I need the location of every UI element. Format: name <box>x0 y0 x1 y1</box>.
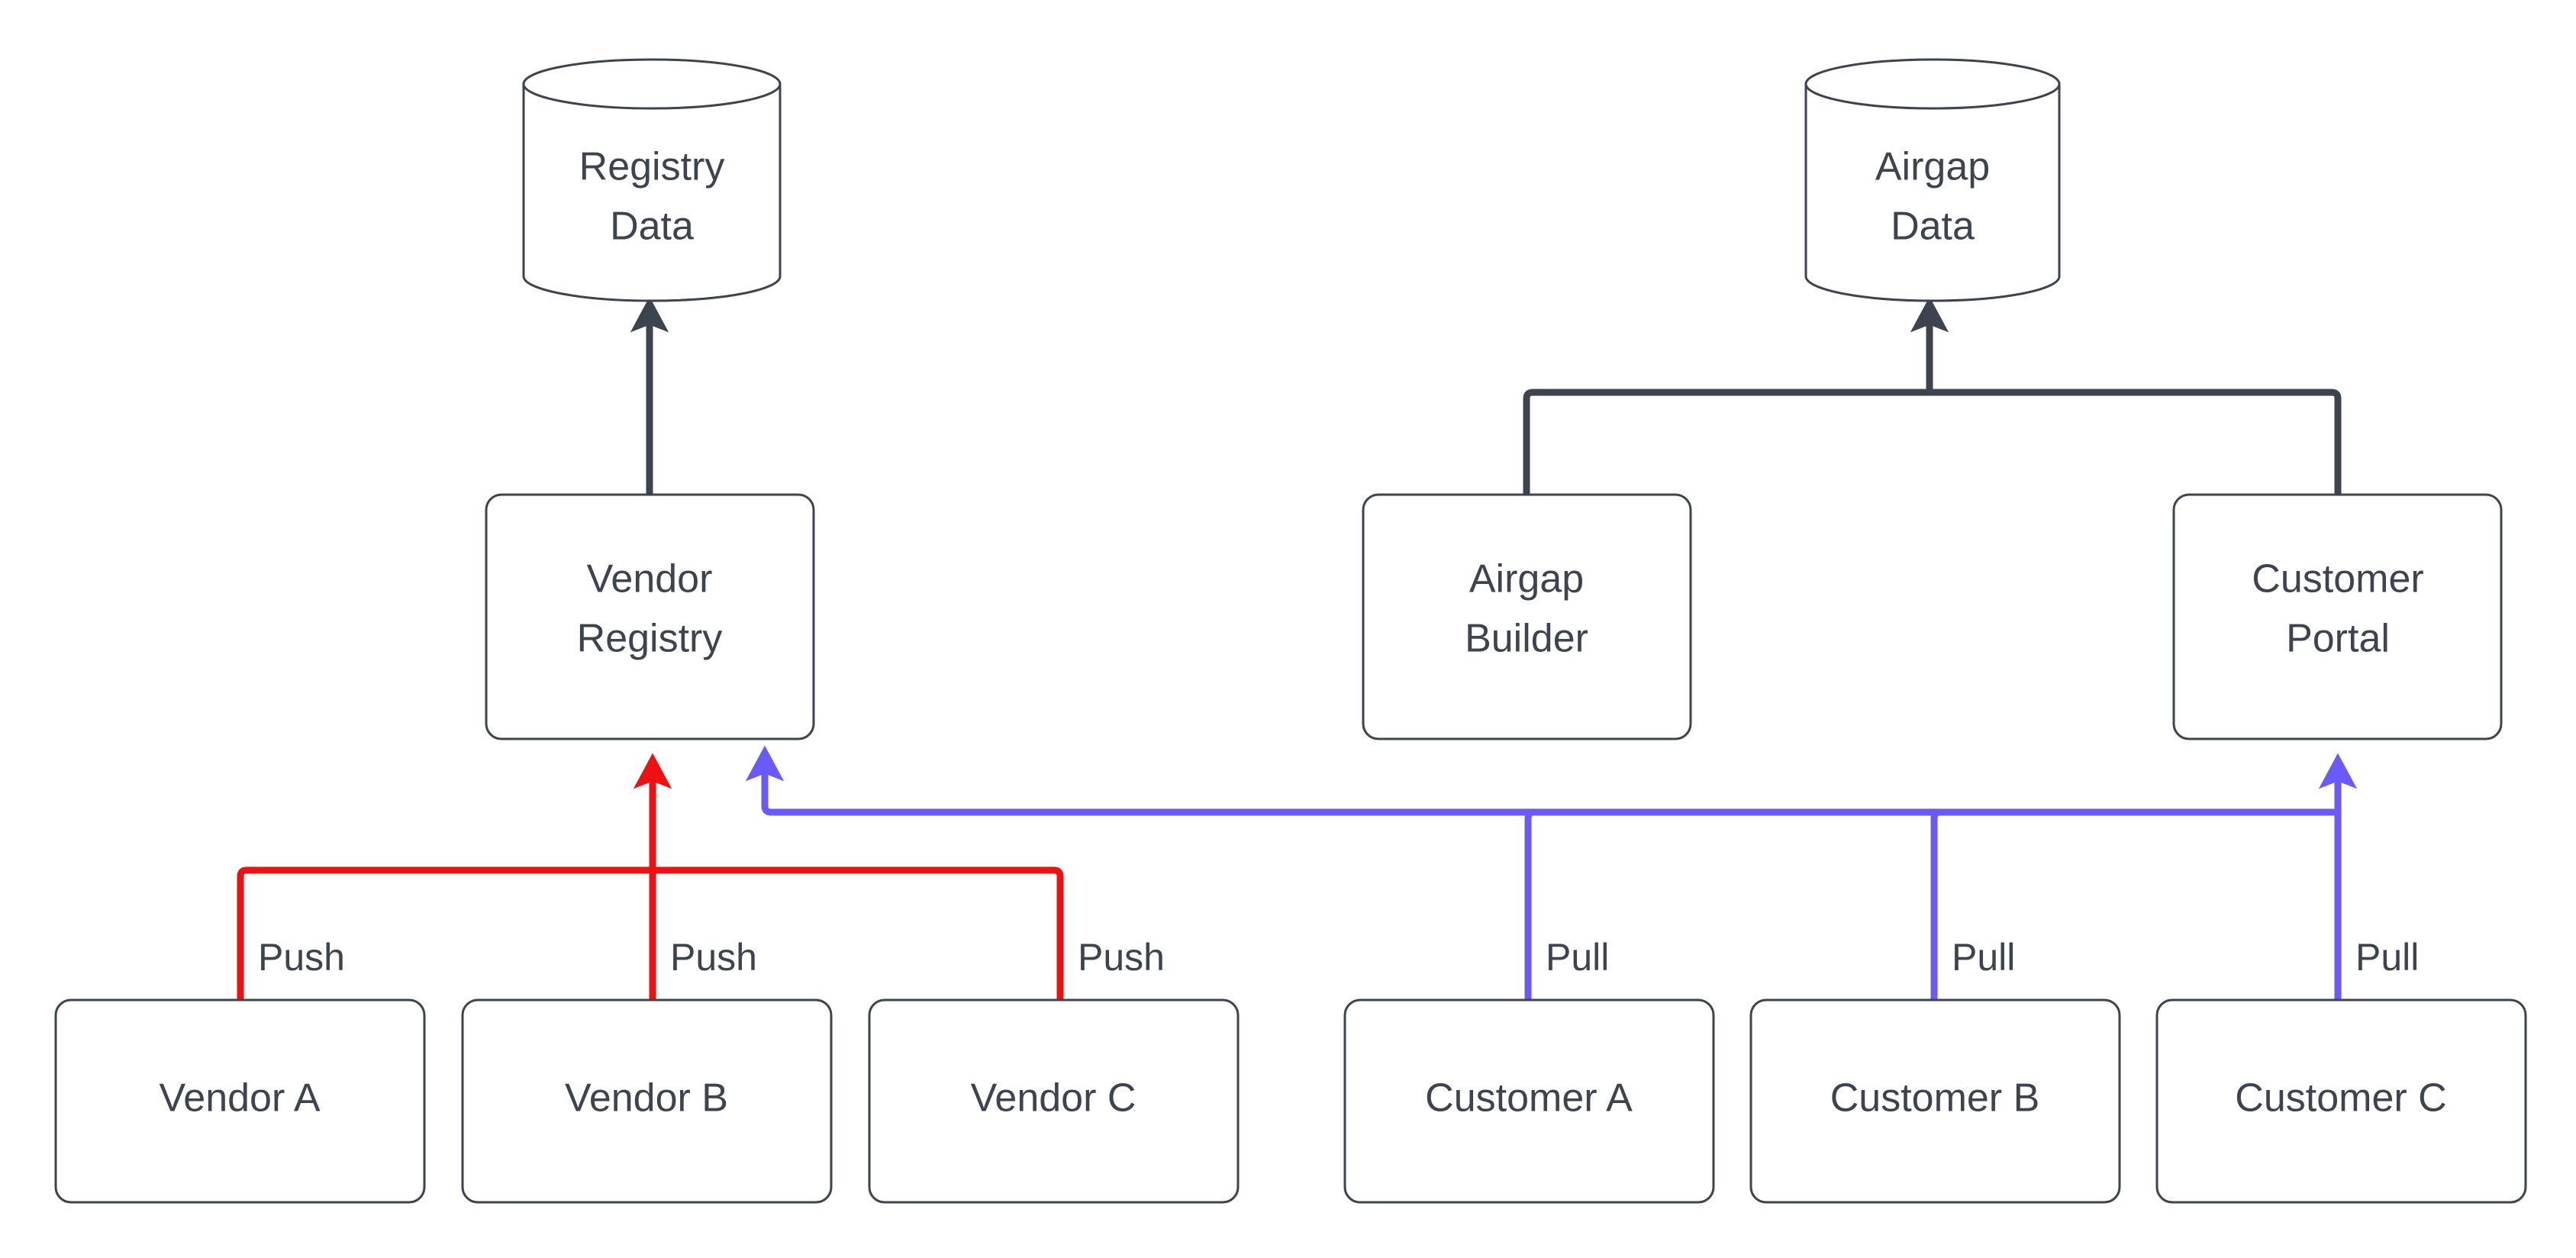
customer-a-label: Customer A <box>1425 1076 1633 1121</box>
node-vendor-a[interactable]: Vendor A <box>54 998 426 1204</box>
node-registry-data[interactable]: Registry Data <box>522 58 782 302</box>
airgap-data-label-line2: Data <box>1891 205 1975 249</box>
node-customer-c[interactable]: Customer C <box>2155 998 2527 1204</box>
edge-label-customer-b-pull: Pull <box>1952 936 2015 979</box>
airgap-data-label-line1: Airgap <box>1875 145 1990 189</box>
edge-pull-branch-to-vendor-registry <box>745 745 2338 816</box>
vendor-b-label: Vendor B <box>565 1076 728 1121</box>
edge-vendor-a-push <box>237 866 653 1000</box>
registry-data-label-line1: Registry <box>579 145 725 189</box>
airgap-builder-label-line1: Airgap <box>1469 557 1584 602</box>
customer-b-label: Customer B <box>1830 1076 2040 1121</box>
node-vendor-b[interactable]: Vendor B <box>461 998 833 1204</box>
customer-portal-label-line1: Customer <box>2252 557 2423 602</box>
edge-customer-portal-to-airgap-data <box>1930 389 2342 495</box>
edge-label-customer-c-pull: Pull <box>2355 936 2419 979</box>
node-customer-b[interactable]: Customer B <box>1749 998 2121 1204</box>
node-vendor-c[interactable]: Vendor C <box>868 998 1240 1204</box>
node-vendor-registry[interactable]: Vendor Registry <box>485 493 815 740</box>
node-airgap-builder[interactable]: Airgap Builder <box>1362 493 1692 740</box>
edge-label-vendor-a-push: Push <box>258 936 345 979</box>
node-customer-a[interactable]: Customer A <box>1343 998 1715 1204</box>
edge-label-vendor-c-push: Push <box>1078 936 1165 979</box>
vendor-registry-label-line1: Vendor <box>587 557 713 602</box>
edge-label-customer-a-pull: Pull <box>1546 936 1609 979</box>
node-airgap-data[interactable]: Airgap Data <box>1804 58 2061 302</box>
vendor-registry-label-line2: Registry <box>577 617 723 661</box>
edge-airgap-builder-to-airgap-data <box>1523 389 1930 495</box>
customer-c-label: Customer C <box>2235 1076 2446 1121</box>
edge-vendor-c-push <box>653 866 1064 1000</box>
airgap-builder-label-line2: Builder <box>1465 617 1588 661</box>
vendor-c-label: Vendor C <box>971 1076 1136 1121</box>
registry-data-label-line2: Data <box>610 205 694 249</box>
vendor-a-label: Vendor A <box>159 1076 320 1121</box>
customer-portal-label-line2: Portal <box>2286 617 2390 661</box>
node-customer-portal[interactable]: Customer Portal <box>2172 493 2503 740</box>
edge-label-vendor-b-push: Push <box>670 936 757 979</box>
